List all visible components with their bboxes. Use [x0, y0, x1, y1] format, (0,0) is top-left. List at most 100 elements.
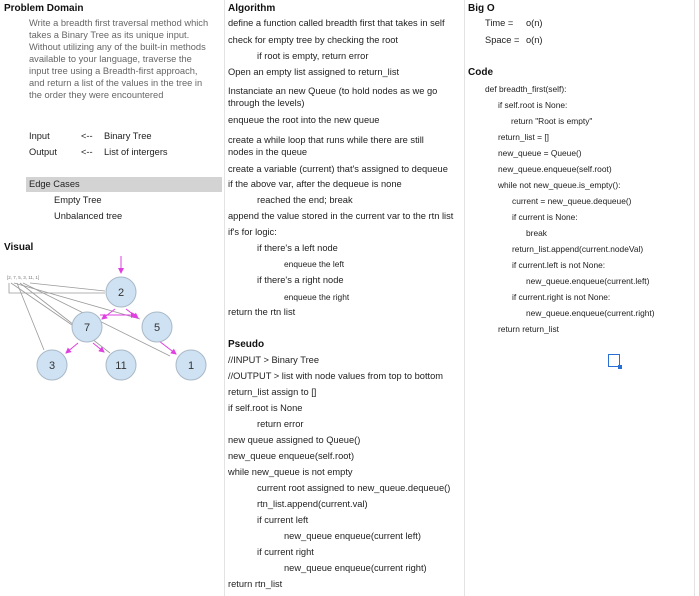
input-label: Input — [29, 131, 50, 141]
pseudo-line: //INPUT > Binary Tree — [228, 355, 320, 365]
algorithm-line: Instanciate an new Queue (to hold nodes … — [228, 86, 438, 96]
tree-node-5 — [141, 311, 173, 343]
traversal-arrows — [65, 256, 177, 355]
code-line: new_queue.enqueue(current.left) — [526, 276, 650, 286]
output-label: Output — [29, 147, 57, 157]
node-label: 1 — [188, 360, 194, 372]
pseudo-line: return rtn_list — [228, 579, 283, 589]
code-line: return "Root is empty" — [511, 116, 593, 126]
algorithm-line: enqueue the right — [284, 292, 350, 302]
description-line: input tree using a Breadth-first approac… — [29, 66, 198, 76]
code-line: if current is None: — [512, 212, 578, 222]
big-o-heading: Big O — [468, 3, 495, 14]
pseudo-line: if current left — [257, 515, 309, 525]
cell-fill-handle[interactable] — [618, 365, 622, 369]
output-arrow: <-- — [81, 147, 93, 157]
algorithm-line: create a variable (current) that's assig… — [228, 164, 448, 174]
edge-case-item: Unbalanced tree — [54, 211, 123, 221]
algorithm-line: through the levels) — [228, 98, 305, 108]
algorithm-line: if root is empty, return error — [257, 51, 369, 61]
pseudo-line: if current right — [257, 547, 314, 557]
code-line: if current.left is not None: — [512, 260, 606, 270]
node-label: 3 — [49, 360, 55, 372]
code-line: while not new_queue.is_empty(): — [498, 180, 621, 190]
node-label: 5 — [154, 322, 160, 334]
code-line: return return_list — [498, 324, 559, 334]
pseudo-line: rtn_list.append(current.val) — [257, 499, 368, 509]
tree-node-11 — [105, 349, 137, 381]
algorithm-line: return the rtn list — [228, 307, 296, 317]
pseudo-line: current root assigned to new_queue.deque… — [257, 483, 451, 493]
algorithm-line: enqueue the root into the new queue — [228, 115, 380, 125]
code-line: new_queue.enqueue(current.right) — [526, 308, 655, 318]
algorithm-line: check for empty tree by checking the roo… — [228, 35, 399, 45]
arrow-7-3 — [65, 342, 79, 354]
algorithm-line: if the above var, after the dequeue is n… — [228, 179, 402, 189]
code-heading: Code — [468, 67, 493, 78]
edge-cases-highlight — [26, 177, 222, 192]
algorithm-line: create a while loop that runs while ther… — [228, 135, 424, 145]
problem-domain-heading: Problem Domain — [4, 3, 84, 14]
pseudo-line: new_queue enqueue(current left) — [284, 531, 421, 541]
space-label: Space = — [485, 35, 520, 45]
algorithm-line: append the value stored in the current v… — [228, 211, 454, 221]
tree-node-7 — [71, 311, 103, 343]
algorithm-line: enqueue the left — [284, 259, 345, 269]
visual-heading: Visual — [4, 242, 34, 253]
algorithm-line: if there's a left node — [257, 243, 338, 253]
pseudo-line: //OUTPUT > list with node values from to… — [228, 371, 444, 381]
algorithm-line: reached the end; break — [257, 195, 353, 205]
traversal-lines — [8, 282, 171, 357]
input-arrow: <-- — [81, 131, 93, 141]
output-value: List of intergers — [104, 147, 168, 157]
traversal-line — [8, 283, 105, 294]
tree-node-2 — [105, 276, 137, 308]
description-line: available to your language, traverse the — [29, 54, 192, 64]
traversal-line — [16, 282, 45, 351]
pseudo-line: new queue assigned to Queue() — [228, 435, 361, 445]
algorithm-line: nodes in the queue — [228, 147, 308, 157]
pseudo-line: while new_queue is not empty — [228, 467, 353, 477]
description-line: Without utilizing any of the built-in me… — [29, 42, 206, 52]
time-value: o(n) — [526, 18, 543, 28]
pseudo-heading: Pseudo — [228, 339, 265, 350]
selected-cell[interactable] — [608, 354, 620, 367]
code-line: new_queue = Queue() — [498, 148, 582, 158]
node-label: 11 — [115, 360, 126, 372]
code-line: break — [526, 228, 547, 238]
edge-case-item: Empty Tree — [54, 195, 102, 205]
pseudo-line: return error — [257, 419, 304, 429]
code-line: new_queue.enqueue(self.root) — [498, 164, 612, 174]
node-label: 7 — [84, 322, 90, 334]
code-line: def breadth_first(self): — [485, 84, 567, 94]
description-line: takes a Binary Tree as its unique input. — [29, 30, 190, 40]
list-output-label: [2, 7, 5, 3, 11, 1] — [7, 275, 39, 280]
traversal-line — [29, 282, 106, 292]
time-label: Time = — [485, 18, 514, 28]
edge-cases-heading: Edge Cases — [29, 179, 80, 189]
traversal-line — [10, 282, 73, 326]
code-line: if self.root is None: — [498, 100, 568, 110]
code-line: return_list = [] — [498, 132, 549, 142]
algorithm-line: if's for logic: — [228, 227, 277, 237]
column-divider — [224, 0, 225, 596]
pseudo-line: return_list assign to [] — [228, 387, 317, 397]
tree-node-1 — [175, 349, 207, 381]
tree-diagram: [2, 7, 5, 3, 11, 1] 2 7 5 3 11 1 — [7, 256, 207, 381]
arrow-7-11 — [92, 342, 105, 353]
code-line: if current.right is not None: — [512, 292, 611, 302]
description-line: Write a breadth first traversal method w… — [29, 18, 209, 28]
arrow-2-7 — [101, 308, 116, 320]
node-label: 2 — [118, 287, 124, 299]
tree-node-3 — [36, 349, 68, 381]
pseudo-line: new_queue enqueue(current right) — [284, 563, 427, 573]
traversal-line — [19, 282, 111, 354]
algorithm-line: if there's a right node — [257, 275, 344, 285]
space-value: o(n) — [526, 35, 543, 45]
arrow-5-1 — [158, 340, 177, 355]
algorithm-heading: Algorithm — [228, 3, 276, 14]
algorithm-line: define a function called breadth first t… — [228, 18, 445, 28]
description-line: the order they were encountered — [29, 90, 164, 100]
column-divider — [694, 0, 695, 596]
input-value: Binary Tree — [104, 131, 152, 141]
